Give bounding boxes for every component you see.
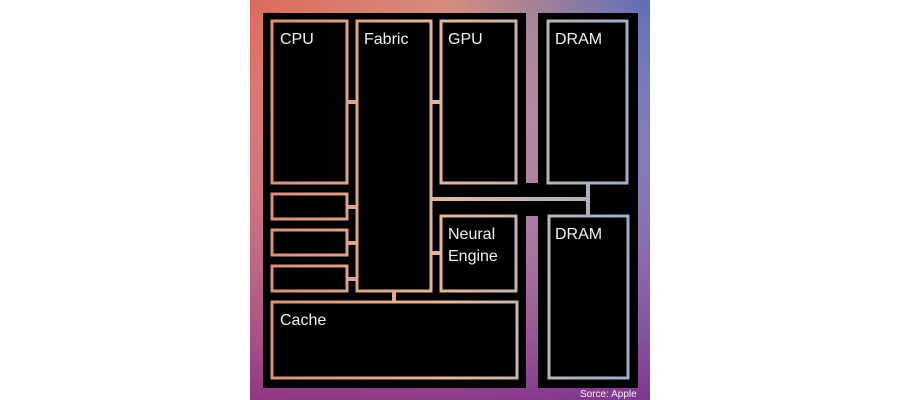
gpu-label: GPU: [448, 31, 483, 48]
interconnects: [347, 100, 590, 302]
cache-label: Cache: [280, 312, 326, 329]
dram-top-label: DRAM: [555, 31, 602, 48]
cpu-label: CPU: [280, 31, 314, 48]
neural-label-line2: Engine: [448, 248, 498, 265]
fabric-label: Fabric: [364, 31, 408, 48]
neural-label-line1: Neural: [448, 226, 495, 243]
source-caption: Sorce: Apple: [580, 389, 637, 400]
dram-bottom-label: DRAM: [555, 226, 602, 243]
